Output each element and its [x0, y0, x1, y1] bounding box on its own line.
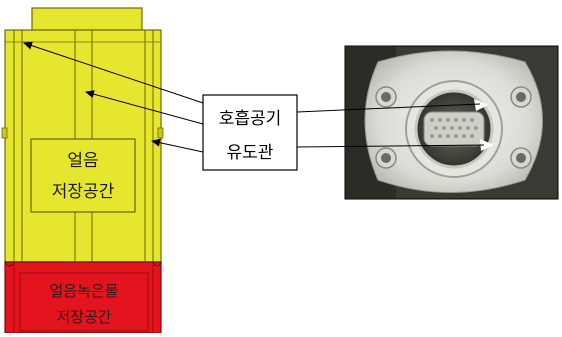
bolt-hole-br-inner [516, 153, 526, 163]
ice-storage-label-2: 저장공간 [52, 182, 115, 202]
callout-label-1: 호흡공기 [219, 109, 282, 129]
melt-storage-label-2: 저장공간 [56, 308, 111, 326]
container-cap [32, 8, 142, 30]
ice-storage-label-1: 얼음 [67, 151, 98, 171]
callout: 호흡공기 유도관 [203, 95, 297, 170]
photo-panel [345, 46, 558, 199]
left-joint [2, 128, 7, 138]
bolt-hole-tr-inner [516, 92, 526, 102]
bolt-hole-tl-inner [381, 92, 391, 102]
callout-label-2: 유도관 [227, 143, 274, 163]
right-joint [158, 128, 163, 138]
melt-storage-label-1: 얼음녹은물 [49, 282, 118, 300]
bolt-hole-bl-inner [381, 153, 391, 163]
container-cross-section: 얼음 저장공간 얼음녹은물 저장공간 [2, 8, 163, 333]
